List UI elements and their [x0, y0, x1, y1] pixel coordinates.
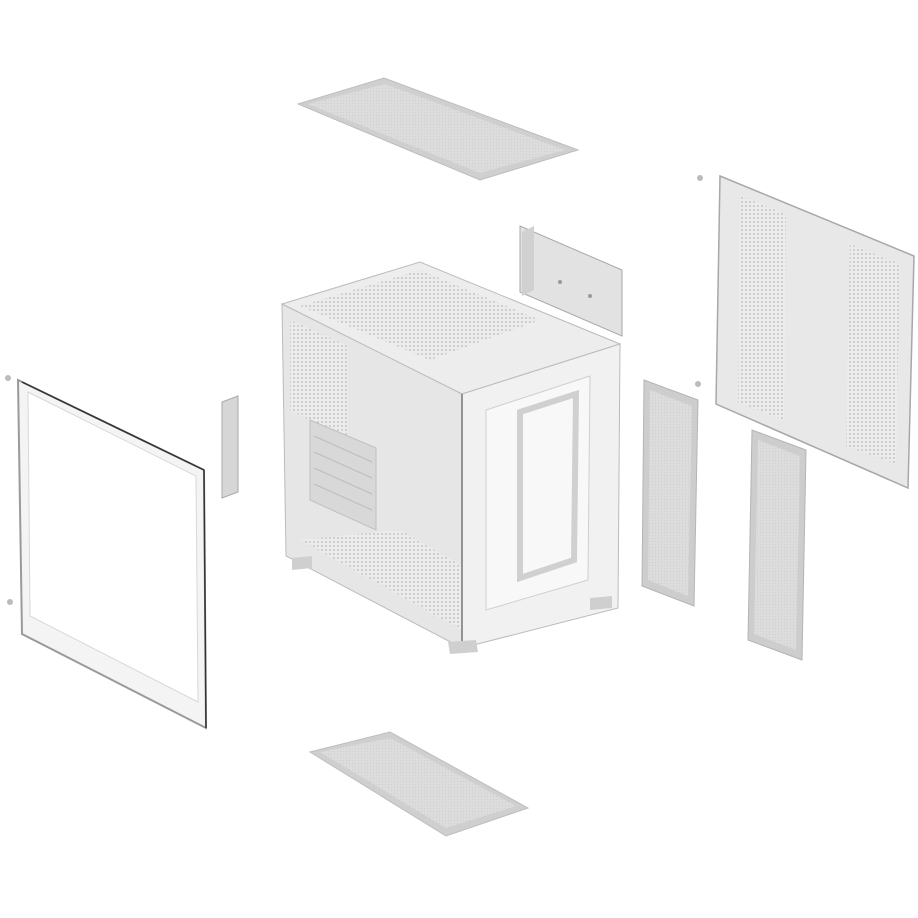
- steel-side-panel: [695, 174, 915, 490]
- top-dust-filter: [296, 77, 580, 181]
- thumbscrew-icon: [697, 175, 703, 181]
- thumbscrew-icon: [5, 375, 11, 381]
- front-dust-filter: [641, 379, 699, 607]
- rear-dust-filter: [747, 429, 807, 661]
- psu-bracket: [519, 225, 623, 337]
- chassis: [280, 261, 622, 654]
- side-bracket: [221, 395, 239, 499]
- thumbscrew-icon: [695, 381, 701, 387]
- thumbscrew-icon: [7, 599, 13, 605]
- glass-side-panel: [5, 375, 208, 730]
- bottom-dust-filter: [308, 731, 530, 837]
